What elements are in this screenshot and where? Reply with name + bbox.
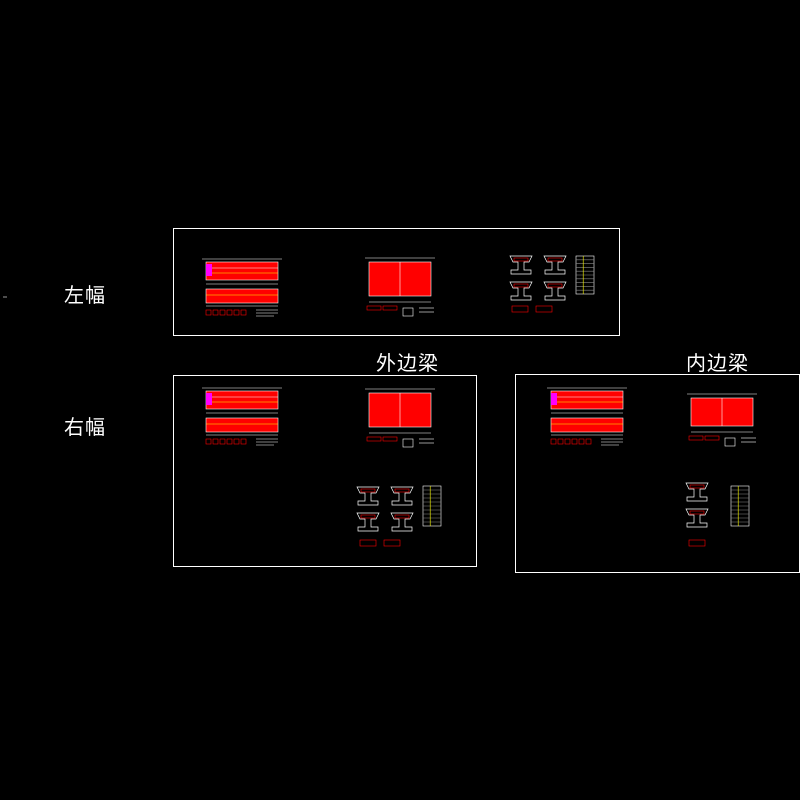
inner-elevation-detail-2 bbox=[564, 438, 571, 445]
left-elevation-detail-2 bbox=[219, 309, 226, 316]
left-elevation-top-band-end bbox=[206, 264, 212, 276]
inner-sections-section-rebar-1-0 bbox=[689, 510, 705, 515]
inner-elevation-bottom-band bbox=[550, 417, 624, 433]
left-sections-section-0-0 bbox=[509, 255, 533, 275]
outer-elevation-detail-2 bbox=[219, 438, 226, 445]
inner-elevation-top-band-end bbox=[551, 393, 557, 405]
inner-elevation-detail-0 bbox=[550, 438, 557, 445]
inner-sections-section-1-0 bbox=[685, 508, 709, 528]
outer-elevation-top-band bbox=[205, 390, 279, 410]
outer-elevation-detail-3 bbox=[226, 438, 233, 445]
left-elevation-detail-5 bbox=[240, 309, 247, 316]
left-elevation-detail-4 bbox=[233, 309, 240, 316]
inner-plan-detail-a bbox=[688, 435, 704, 441]
outer-sections-section-0-1 bbox=[390, 486, 414, 506]
outer-sections-note-b bbox=[383, 539, 401, 547]
left-sections-section-rebar-1-0 bbox=[513, 283, 529, 288]
left-sections-section-1-0 bbox=[509, 281, 533, 301]
left-sections-note-a bbox=[511, 305, 529, 313]
inner-sections-section-rebar-0-0 bbox=[689, 484, 705, 489]
right-deck-label: 右幅 bbox=[64, 415, 106, 439]
inner-plan-detail-c bbox=[724, 437, 736, 447]
inner-sections-note-a bbox=[688, 539, 706, 547]
left-elevation-detail-3 bbox=[226, 309, 233, 316]
outer-sections-section-1-0 bbox=[356, 512, 380, 532]
left-elevation-bottom-band bbox=[205, 288, 279, 304]
outer-elevation-top-band-end bbox=[206, 393, 212, 405]
outer-elevation-detail-0 bbox=[205, 438, 212, 445]
left-deck-sheet-frame bbox=[173, 228, 620, 336]
left-sections-section-1-1 bbox=[543, 281, 567, 301]
outer-sections-section-rebar-0-0 bbox=[360, 488, 376, 493]
left-plan-detail-a bbox=[366, 305, 382, 311]
left-sections-section-rebar-1-1 bbox=[547, 283, 563, 288]
outer-elevation-detail-4 bbox=[233, 438, 240, 445]
left-sections-section-rebar-0-1 bbox=[547, 257, 563, 262]
left-sections-section-0-1 bbox=[543, 255, 567, 275]
left-deck-label: 左幅 bbox=[64, 283, 106, 307]
inner-beam-label: 内边梁 bbox=[686, 351, 749, 375]
left-plan-detail-c bbox=[402, 307, 414, 317]
outer-sections-note-a bbox=[359, 539, 377, 547]
inner-plan-detail-b bbox=[704, 435, 720, 441]
outer-elevation-bottom-band bbox=[205, 417, 279, 433]
left-plan-detail-b bbox=[382, 305, 398, 311]
outer-sections-section-rebar-1-0 bbox=[360, 514, 376, 519]
left-elevation-detail-0 bbox=[205, 309, 212, 316]
outer-beam-sheet-frame bbox=[173, 375, 477, 567]
outer-sections-section-0-0 bbox=[356, 486, 380, 506]
inner-sections-section-0-0 bbox=[685, 482, 709, 502]
left-elevation-top-band bbox=[205, 261, 279, 281]
outer-elevation-detail-1 bbox=[212, 438, 219, 445]
outer-plan-detail-a bbox=[366, 436, 382, 442]
outer-sections-section-rebar-0-1 bbox=[394, 488, 410, 493]
left-sections-section-rebar-0-0 bbox=[513, 257, 529, 262]
outer-plan-detail-c bbox=[402, 438, 414, 448]
inner-elevation-top-band bbox=[550, 390, 624, 410]
outer-plan-detail-b bbox=[382, 436, 398, 442]
outer-elevation-detail-5 bbox=[240, 438, 247, 445]
inner-elevation-detail-4 bbox=[578, 438, 585, 445]
outer-sections-section-rebar-1-1 bbox=[394, 514, 410, 519]
outer-sections-section-1-1 bbox=[390, 512, 414, 532]
inner-elevation-detail-1 bbox=[557, 438, 564, 445]
outer-beam-label: 外边梁 bbox=[376, 351, 439, 375]
inner-elevation-detail-3 bbox=[571, 438, 578, 445]
inner-elevation-detail-5 bbox=[585, 438, 592, 445]
left-sections-note-b bbox=[535, 305, 553, 313]
left-elevation-detail-1 bbox=[212, 309, 219, 316]
